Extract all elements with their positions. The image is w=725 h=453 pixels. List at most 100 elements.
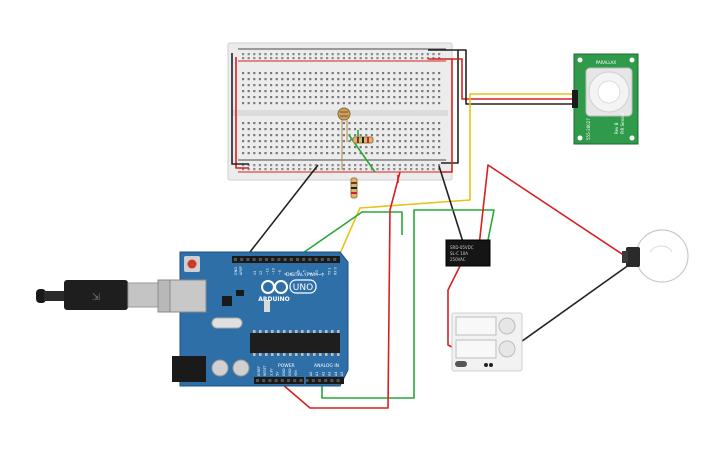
rail-hole: [270, 53, 273, 56]
pin-label: GND: [282, 368, 286, 376]
breadboard-hole: [382, 78, 385, 81]
chip-leg: [331, 353, 334, 356]
breadboard-hole: [326, 122, 329, 125]
breadboard-hole: [242, 96, 245, 99]
rail-hole: [393, 53, 396, 56]
pin-label: ~3: [315, 270, 319, 275]
breadboard-hole: [320, 84, 323, 87]
breadboard-hole: [438, 128, 441, 131]
breadboard-hole: [404, 84, 407, 87]
breadboard-hole: [348, 152, 351, 155]
breadboard-hole: [432, 152, 435, 155]
rail-hole: [415, 53, 418, 56]
rail-hole: [387, 168, 390, 171]
chip-leg: [331, 330, 334, 333]
rail-hole: [382, 53, 385, 56]
breadboard-hole: [404, 152, 407, 155]
breadboard-hole: [270, 96, 273, 99]
breadboard-hole: [264, 96, 267, 99]
breadboard-hole: [376, 128, 379, 131]
chip-leg: [337, 330, 340, 333]
breadboard-hole: [258, 72, 261, 75]
rail-hole: [410, 53, 413, 56]
pin-label: IOREF: [257, 366, 261, 376]
breadboard-hole: [393, 84, 396, 87]
rail-hole: [253, 168, 256, 171]
breadboard-hole: [258, 78, 261, 81]
breadboard-hole: [426, 134, 429, 137]
usb-plug-icon: ⇲: [92, 292, 101, 303]
breadboard-hole: [415, 72, 418, 75]
breadboard-hole: [320, 122, 323, 125]
rail-hole: [354, 57, 357, 60]
rail-hole: [264, 164, 267, 167]
rail-hole: [320, 164, 323, 167]
pin-label: GND: [288, 368, 292, 376]
pir-part-number: 555-28027: [586, 118, 591, 140]
breadboard-hole: [275, 152, 278, 155]
breadboard-hole: [298, 90, 301, 93]
wire-red-left-rail: [235, 57, 249, 169]
breadboard-hole: [303, 152, 306, 155]
rail-hole: [264, 53, 267, 56]
pin-label: A4: [334, 372, 338, 376]
breadboard-hole: [253, 134, 256, 137]
breadboard-hole: [298, 84, 301, 87]
rail-hole: [398, 164, 401, 167]
rail-hole: [314, 57, 317, 60]
breadboard-hole: [410, 72, 413, 75]
rail-hole: [432, 53, 435, 56]
breadboard-hole: [270, 146, 273, 149]
breadboard-hole: [337, 78, 340, 81]
rail-hole: [264, 168, 267, 171]
breadboard-hole: [275, 90, 278, 93]
breadboard-hole: [337, 84, 340, 87]
rail-hole: [393, 168, 396, 171]
rail-hole: [331, 57, 334, 60]
breadboard-hole: [410, 122, 413, 125]
breadboard-hole: [337, 128, 340, 131]
rail-hole: [410, 57, 413, 60]
breadboard-hole: [303, 140, 306, 143]
rail-hole: [398, 53, 401, 56]
breadboard-hole: [359, 90, 362, 93]
breadboard-hole: [376, 102, 379, 105]
pin-label: ~6: [296, 270, 300, 275]
rail-hole: [342, 57, 345, 60]
breadboard-hole: [281, 128, 284, 131]
rail-hole: [365, 53, 368, 56]
breadboard-hole: [298, 152, 301, 155]
breadboard-hole: [331, 96, 334, 99]
breadboard-hole: [309, 84, 312, 87]
pin-label: ~5: [303, 270, 307, 275]
breadboard-hole: [326, 90, 329, 93]
chip-leg: [277, 330, 280, 333]
breadboard-hole: [398, 90, 401, 93]
breadboard-hole: [331, 72, 334, 75]
breadboard-hole: [398, 146, 401, 149]
rail-hole: [303, 53, 306, 56]
breadboard-hole: [331, 84, 334, 87]
header-hole: [252, 258, 256, 261]
relay-label-2: SL-C 10A: [450, 251, 468, 256]
breadboard-hole: [331, 140, 334, 143]
breadboard-hole: [247, 96, 250, 99]
breadboard-hole: [398, 96, 401, 99]
breadboard-hole: [242, 134, 245, 137]
breadboard-hole: [320, 102, 323, 105]
breadboard-hole: [359, 84, 362, 87]
breadboard-hole: [387, 140, 390, 143]
breadboard-hole: [393, 78, 396, 81]
breadboard-hole: [376, 78, 379, 81]
breadboard-hole: [303, 128, 306, 131]
breadboard-hole: [410, 96, 413, 99]
header-hole: [333, 258, 337, 261]
breadboard-hole: [410, 78, 413, 81]
breadboard-hole: [370, 128, 373, 131]
pin-label: VIN: [294, 370, 298, 376]
rail-hole: [365, 164, 368, 167]
breadboard-hole: [421, 128, 424, 131]
breadboard-hole: [359, 122, 362, 125]
rail-hole: [415, 164, 418, 167]
